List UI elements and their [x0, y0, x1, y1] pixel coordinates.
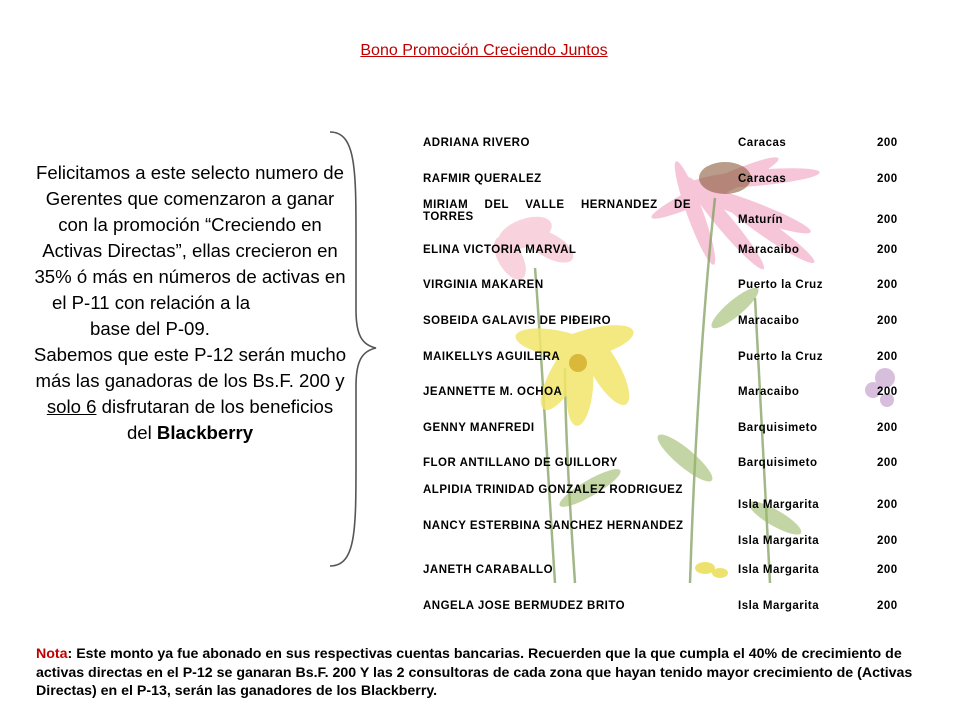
winner-amount: 200 [877, 498, 898, 511]
winner-city: Barquisimeto [738, 457, 818, 470]
table-row: SOBEIDA GALAVIS DE PIÐEIRO Maracaibo 200 [423, 308, 913, 344]
winner-amount: 200 [877, 457, 898, 470]
winner-name: MIRIAM DEL VALLE HERNANDEZ DE TORRES [423, 199, 691, 224]
winner-amount: 200 [877, 599, 898, 612]
winner-name: ADRIANA RIVERO [423, 137, 530, 149]
table-row: NANCY ESTERBINA SANCHEZ HERNANDEZ Isla Ma… [423, 519, 913, 558]
table-row: MIRIAM DEL VALLE HERNANDEZ DE TORRES Matu… [423, 199, 913, 237]
intro-line-5: solo 6 disfrutaran de los beneficios del… [32, 394, 348, 446]
winner-name: ANGELA JOSE BERMUDEZ BRITO [423, 599, 626, 612]
winner-name: SOBEIDA GALAVIS DE PIÐEIRO [423, 314, 612, 327]
intro-line-3: base del P-09. [90, 318, 210, 339]
winner-amount: 200 [877, 214, 898, 227]
winner-city: Maracaibo [738, 314, 800, 327]
winner-amount: 200 [877, 137, 898, 149]
intro-line-1: Felicitamos a este selecto numero de Ger… [34, 162, 346, 287]
winner-name: JEANNETTE M. OCHOA [423, 386, 563, 399]
winner-amount: 200 [877, 243, 898, 256]
intro-line-4: Sabemos que este P-12 serán mucho más la… [33, 344, 347, 391]
note-text: : Este monto ya fue abonado en sus respe… [36, 646, 913, 700]
winner-city: Caracas [738, 172, 787, 185]
table-row: JANETH CARABALLO Isla Margarita 200 [423, 557, 913, 593]
winner-name: FLOR ANTILLANO DE GUILLORY [423, 457, 618, 470]
winner-amount: 200 [877, 386, 898, 399]
table-row: JEANNETTE M. OCHOA Maracaibo 200 [423, 379, 913, 415]
winner-city: Isla Margarita [738, 534, 820, 547]
winner-amount: 200 [877, 279, 898, 292]
intro-line-5-text: disfrutaran de los beneficios del [96, 396, 334, 443]
winner-amount: 200 [877, 172, 898, 185]
winner-city: Caracas [738, 137, 787, 149]
winner-city: Isla Margarita [738, 498, 820, 511]
winner-name: ALPIDIA TRINIDAD GONZALEZ RODRIGUEZ [423, 483, 683, 496]
winner-name: GENNY MANFREDI [423, 421, 535, 434]
winner-name: JANETH CARABALLO [423, 564, 554, 577]
winner-name: NANCY ESTERBINA SANCHEZ HERNANDEZ [423, 519, 684, 532]
winner-amount: 200 [877, 564, 898, 577]
curly-brace-icon [329, 131, 377, 567]
winner-city: Maracaibo [738, 386, 800, 399]
winner-city: Barquisimeto [738, 421, 818, 434]
brand-name: Blackberry [156, 422, 254, 443]
winner-amount: 200 [877, 350, 898, 363]
table-row: ANGELA JOSE BERMUDEZ BRITO Isla Margarita… [423, 593, 913, 629]
winner-city: Maturín [738, 214, 784, 227]
winner-name: VIRGINIA MAKAREN [423, 279, 544, 292]
winner-name: ELINA VICTORIA MARVAL [423, 243, 577, 256]
winner-city: Maracaibo [738, 243, 800, 256]
winner-amount: 200 [877, 534, 898, 547]
winner-city: Puerto la Cruz [738, 350, 823, 363]
footer-note: Nota: Este monto ya fue abonado en sus r… [36, 645, 936, 701]
table-row: ADRIANA RIVERO Caracas 200 [423, 130, 913, 166]
winner-amount: 200 [877, 421, 898, 434]
table-row: ELINA VICTORIA MARVAL Maracaibo 200 [423, 237, 913, 273]
note-label: Nota [36, 646, 68, 662]
table-row: RAFMIR QUERALEZ Caracas 200 [423, 166, 913, 202]
table-row: MAIKELLYS AGUILERA Puerto la Cruz 200 [423, 344, 913, 380]
table-row: GENNY MANFREDI Barquisimeto 200 [423, 415, 913, 451]
winner-amount: 200 [877, 314, 898, 327]
page-title: Bono Promoción Creciendo Juntos [360, 42, 608, 59]
solo-count: solo 6 [46, 396, 97, 417]
table-row: ALPIDIA TRINIDAD GONZALEZ RODRIGUEZ Isla … [423, 483, 913, 522]
intro-line-2: el P-11 con relación a la [52, 292, 251, 313]
winner-name: MAIKELLYS AGUILERA [423, 350, 561, 363]
winner-city: Puerto la Cruz [738, 279, 823, 292]
winner-city: Isla Margarita [738, 599, 820, 612]
winner-name: RAFMIR QUERALEZ [423, 172, 542, 185]
winner-city: Isla Margarita [738, 564, 820, 577]
table-row: VIRGINIA MAKAREN Puerto la Cruz 200 [423, 272, 913, 308]
table-row: FLOR ANTILLANO DE GUILLORY Barquisimeto 20… [423, 450, 913, 486]
flower-illustration [494, 157, 895, 583]
intro-text: Felicitamos a este selecto numero de Ger… [32, 160, 348, 446]
